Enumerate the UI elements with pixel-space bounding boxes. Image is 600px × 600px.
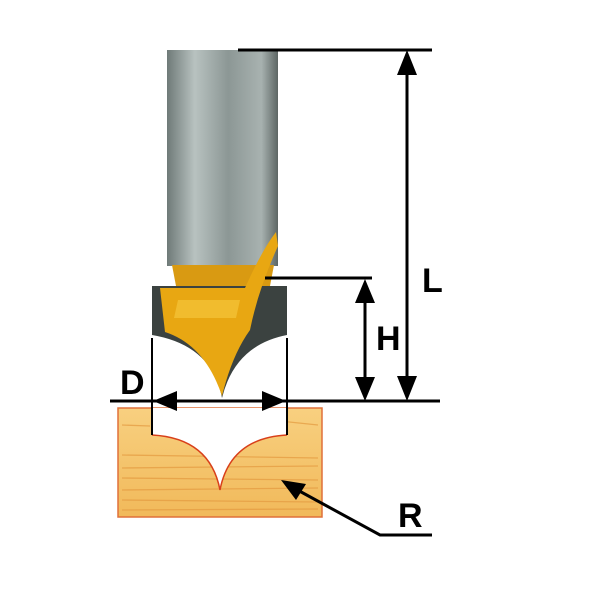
router-bit	[152, 50, 287, 398]
label-length: L	[422, 262, 443, 300]
label-radius: R	[398, 497, 423, 535]
arrowheads	[153, 50, 417, 500]
label-diameter: D	[120, 364, 145, 402]
groove-profile	[152, 408, 287, 490]
shank	[167, 50, 278, 266]
label-height: H	[376, 320, 401, 358]
wood-workpiece	[117, 407, 323, 518]
